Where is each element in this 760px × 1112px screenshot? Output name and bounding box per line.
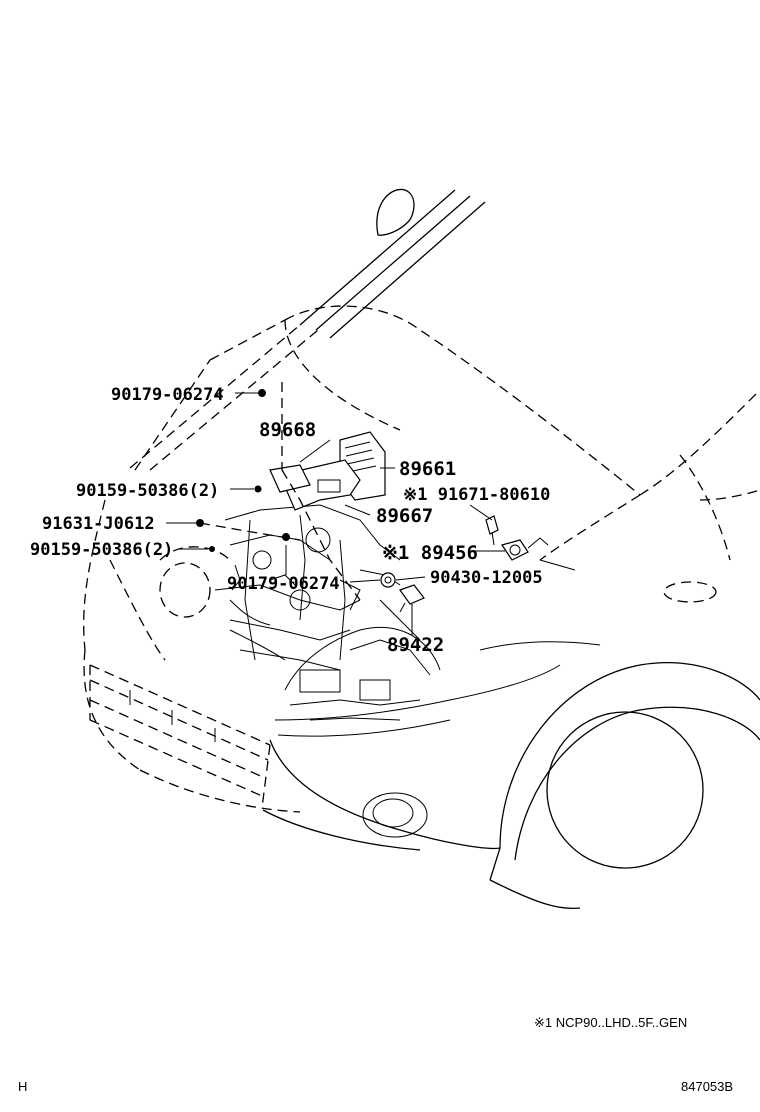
leader-lines (166, 392, 505, 635)
vehicle-body-outline (83, 188, 760, 910)
callout-89668: 89668 (259, 419, 316, 441)
engine-assembly (214, 504, 441, 721)
callout-89422: 89422 (387, 634, 444, 656)
callout-90179-06274-top: 90179-06274 (111, 385, 224, 405)
bolt-90159-50386-a (254, 485, 262, 493)
callout-89667: 89667 (376, 505, 433, 527)
callout-90179-06274-bottom: 90179-06274 (227, 574, 340, 594)
corner-mark: H (18, 1079, 27, 1094)
gasket-90430-12005 (380, 572, 396, 588)
bolt-90159-50386-b (209, 546, 215, 552)
callout-90430-12005: 90430-12005 (430, 568, 543, 588)
footnote: ※1 NCP90..LHD..5F..GEN (534, 1015, 687, 1030)
callout-89661: 89661 (399, 458, 456, 480)
callout-89456: ※1 89456 (382, 542, 478, 564)
callout-91631-j0612: 91631-J0612 (42, 514, 155, 534)
bolt-91671-80610 (485, 515, 499, 546)
diagram-id: 847053B (681, 1079, 733, 1094)
callout-91671-80610: ※1 91671-80610 (403, 485, 550, 505)
callout-90159-50386-b: 90159-50386(2) (30, 540, 173, 560)
bolt-90179-06274-top (258, 389, 266, 397)
bolt-90179-06274-bottom (282, 533, 290, 541)
sensor-89456 (501, 537, 549, 561)
callout-90159-50386-a: 90159-50386(2) (76, 481, 219, 501)
bracket-89668 (269, 464, 311, 493)
sensor-89422 (399, 584, 425, 613)
